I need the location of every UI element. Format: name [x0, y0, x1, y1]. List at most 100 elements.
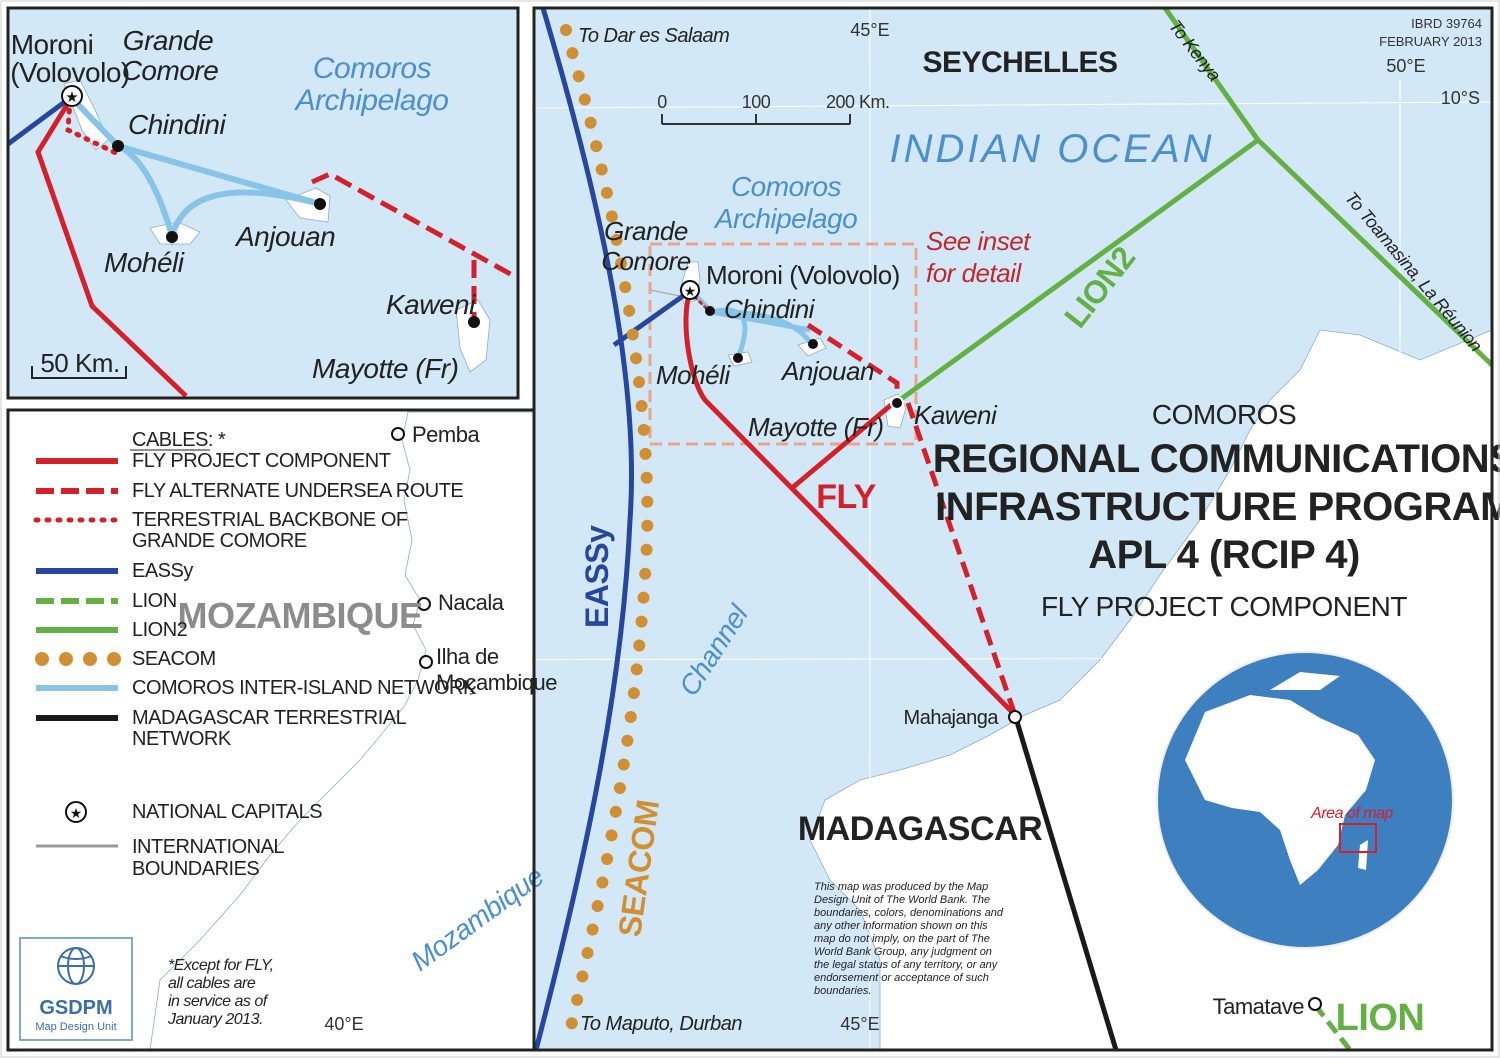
seacom-dot: [605, 829, 618, 842]
seacom-dot: [635, 615, 648, 628]
seacom-dot: [586, 923, 599, 936]
seacom-dot: [590, 140, 603, 153]
seacom-dot: [627, 687, 640, 700]
inset-moroni-label-2: (Volovolo): [10, 57, 130, 88]
seacom-cable: [560, 24, 654, 1030]
seacom-dot: [600, 186, 613, 199]
logo-name: GSDPM: [39, 997, 112, 1019]
seacom-dot: [565, 1017, 578, 1030]
lon45-top-label: 45°E: [850, 20, 889, 40]
legend-item-label: LION: [132, 590, 177, 612]
seacom-dot: [596, 876, 609, 889]
lion2-to-reunion: [1256, 138, 1494, 367]
svg-text:all cables are: all cables are: [168, 975, 256, 992]
inset-locator-box: [648, 242, 918, 446]
seacom-dot: [633, 376, 646, 389]
legend-item-label: TERRESTRIAL BACKBONE OF: [132, 509, 408, 531]
svg-text:January 2013.: January 2013.: [167, 1011, 263, 1028]
svg-text:the legal status of any territ: the legal status of any territory, or an…: [814, 959, 999, 971]
inset-grande-comore-label-2: Comore: [122, 55, 219, 86]
legend-heading: CABLES: *: [132, 429, 226, 451]
inset-fly: [35, 98, 188, 398]
ilha-node: [419, 655, 433, 669]
eassy-branch: [612, 288, 692, 348]
main-map: ★ 0 100 200 Km. 45°E 50°E 10°S 40°E 45°E…: [149, 6, 1500, 1052]
see-inset-label-2: for detail: [926, 258, 1022, 288]
legend-item-label: COMOROS INTER-ISLAND NETWORK: [132, 677, 477, 699]
scale-200: 200 Km.: [826, 92, 890, 112]
inset-moroni-label-1: Moroni: [11, 29, 94, 60]
inset-mayotte: [455, 299, 491, 373]
seacom-dot: [621, 734, 634, 747]
moheli-node: [733, 353, 743, 363]
legend-swatch-dot: [83, 652, 97, 666]
mahajanga-label: Mahajanga: [904, 707, 1000, 729]
seacom-dot: [630, 352, 643, 365]
legend-swatch-dot: [59, 652, 73, 666]
inset-terrestrial-backbone: [65, 97, 121, 157]
grande-comore-label-2: Comore: [601, 246, 691, 276]
comoros-arch-label-1: Comoros: [731, 171, 842, 202]
madagascar-label: MADAGASCAR: [798, 810, 1042, 848]
inset-scale-label: 50 Km.: [40, 348, 119, 378]
svg-text:boundaries, colors, denominati: boundaries, colors, denominations and: [814, 907, 1004, 919]
seacom-dot: [626, 328, 639, 341]
fly-label: FLY: [816, 478, 876, 516]
chindini-label: Chindini: [724, 294, 816, 324]
main-nodes: ★: [391, 280, 1322, 1011]
lon45-bottom-label: 45°E: [840, 1014, 879, 1034]
comoros-arch-label-2: Archipelago: [713, 203, 857, 234]
mozambique-label: MOZAMBIQUE: [178, 595, 423, 636]
area-of-map-label: Area of map: [1310, 805, 1393, 822]
seacom-dot: [633, 639, 646, 652]
inset-kaweni-label: Kaweni: [386, 289, 476, 320]
kaweni-node: [890, 396, 904, 410]
title-line3: APL 4 (RCIP 4): [1088, 533, 1360, 577]
inset-chindini-label: Chindini: [128, 109, 226, 140]
seacom-dot: [619, 281, 632, 294]
see-inset-label-1: See inset: [926, 226, 1032, 256]
inset-mayotte-label: Mayotte (Fr): [312, 353, 458, 384]
legend-capital-icon: ★: [65, 801, 87, 823]
legend-item-label-line2: GRANDE COMORE: [132, 530, 307, 552]
seacom-dot: [617, 758, 630, 771]
anjouan-label: Anjouan: [780, 356, 874, 386]
title-subtitle: FLY PROJECT COMPONENT: [1041, 591, 1407, 622]
legend-item-label: EASSy: [132, 560, 193, 582]
to-dar-label: To Dar es Salaam: [578, 25, 729, 47]
legend-boundaries-label-2: BOUNDARIES: [132, 858, 259, 880]
lon40-label: 40°E: [324, 1014, 363, 1034]
svg-text:★: ★: [70, 805, 83, 821]
seacom-dot: [613, 782, 626, 795]
seacom-dot: [640, 543, 653, 556]
inset-water: [8, 8, 518, 398]
inset-anjouan-node: [314, 198, 326, 210]
fly-alternate-route: [806, 322, 1018, 716]
ilha-label-1: Ilha de: [436, 644, 499, 669]
moroni-capital-icon: ★: [680, 280, 700, 300]
seacom-dot: [609, 805, 622, 818]
title-line2: INFRASTRUCTURE PROGRAM: [935, 485, 1500, 529]
footnote: *Except for FLY, all cables are in servi…: [167, 957, 274, 1028]
legend-capitals-label: NATIONAL CAPITALS: [132, 801, 322, 823]
inset-kaweni-node: [468, 316, 480, 328]
inset-scale-bar: [31, 366, 127, 379]
mayotte-label: Mayotte (Fr): [748, 412, 884, 442]
legend-swatch-dot: [35, 652, 49, 666]
seacom-dot: [601, 853, 614, 866]
seacom-dot: [595, 163, 608, 176]
inset-fly-alternate: [310, 171, 516, 322]
seacom-dot: [615, 257, 628, 270]
inset-comoros-arch-label-2: Archipelago: [294, 84, 449, 117]
mozambique-land: [149, 411, 535, 1051]
legend-item-label: LION2: [132, 619, 188, 641]
legend-boundaries-label-1: INTERNATIONAL: [132, 836, 284, 858]
madagascar-terrestrial-network: [1012, 714, 1119, 1051]
globe-logo-icon: [57, 947, 95, 985]
moheli-label: Mohéli: [656, 360, 731, 390]
inset-chindini-node: [112, 140, 124, 152]
lat10-label: 10°S: [1441, 88, 1480, 108]
chindini-node: [705, 306, 715, 316]
